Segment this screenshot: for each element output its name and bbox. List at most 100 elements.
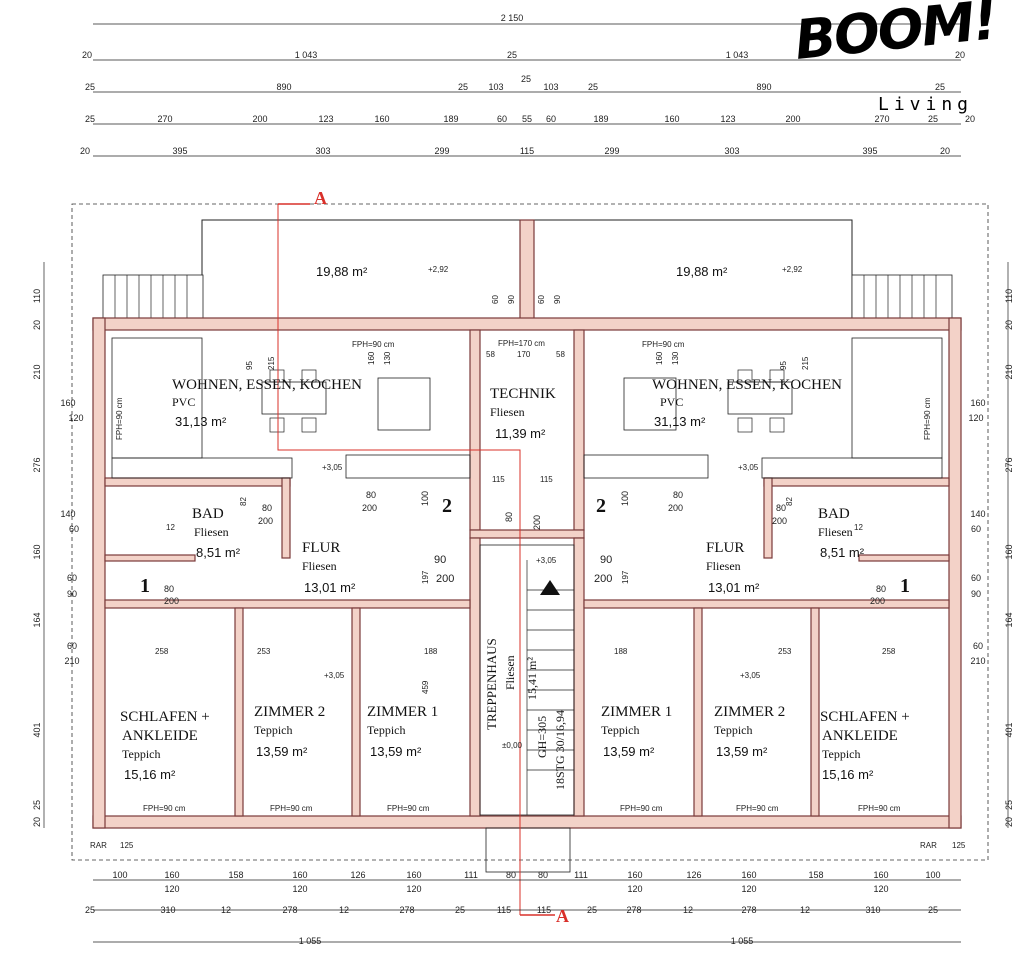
- room-zimmer2-left-mat: Teppich: [254, 723, 292, 737]
- svg-text:210: 210: [64, 656, 79, 666]
- room-zimmer1-right-mat: Teppich: [601, 723, 639, 737]
- dim-bottom-row3: 1 055 1 055: [299, 936, 754, 946]
- logo-sub: Living: [878, 94, 974, 115]
- svg-text:459: 459: [421, 680, 430, 694]
- svg-text:160: 160: [32, 544, 42, 559]
- svg-text:160: 160: [627, 870, 642, 880]
- svg-text:FPH=90 cm: FPH=90 cm: [352, 340, 395, 349]
- dimension-lines: [43, 23, 1009, 943]
- room-bad-right-mat: Fliesen: [818, 525, 853, 539]
- svg-text:158: 158: [808, 870, 823, 880]
- svg-text:RAR: RAR: [90, 841, 107, 850]
- svg-text:110: 110: [32, 289, 42, 303]
- room-schlafen-right-mat: Teppich: [822, 747, 860, 761]
- svg-text:200: 200: [594, 573, 612, 585]
- room-schlafen-right-name2: ANKLEIDE: [822, 728, 898, 744]
- svg-text:115: 115: [537, 905, 551, 915]
- room-zimmer2-left-name: ZIMMER 2: [254, 704, 325, 720]
- svg-text:164: 164: [32, 612, 42, 627]
- svg-text:80: 80: [673, 490, 683, 500]
- svg-text:80: 80: [506, 870, 516, 880]
- svg-text:12: 12: [800, 905, 810, 915]
- svg-text:200: 200: [258, 516, 273, 526]
- svg-text:278: 278: [626, 905, 641, 915]
- svg-text:95: 95: [779, 361, 788, 370]
- svg-text:100: 100: [620, 491, 630, 506]
- room-bad-right-area: 8,51 m²: [820, 545, 865, 560]
- svg-text:200: 200: [362, 503, 377, 513]
- svg-text:120: 120: [741, 884, 756, 894]
- svg-text:FPH=90 cm: FPH=90 cm: [270, 804, 313, 813]
- outer-walls: [92, 317, 962, 829]
- svg-text:120: 120: [968, 413, 983, 423]
- svg-text:210: 210: [32, 364, 42, 379]
- svg-text:276: 276: [32, 457, 42, 472]
- svg-text:160: 160: [292, 870, 307, 880]
- dim-bottom-row1: 100 160 158 160 126 160 111 80 80 111 16…: [112, 870, 940, 880]
- svg-text:FPH=90 cm: FPH=90 cm: [642, 340, 685, 349]
- unit-number-right: 2: [596, 495, 606, 517]
- svg-text:123: 123: [720, 114, 735, 124]
- svg-text:60: 60: [491, 295, 500, 304]
- svg-text:200: 200: [436, 573, 454, 585]
- svg-text:270: 270: [874, 114, 889, 124]
- room-schlafen-right-name1: SCHLAFEN +: [820, 709, 910, 725]
- svg-text:20: 20: [32, 320, 42, 330]
- svg-text:158: 158: [228, 870, 243, 880]
- svg-text:95: 95: [245, 361, 254, 370]
- svg-text:RAR: RAR: [920, 841, 937, 850]
- svg-text:160: 160: [164, 870, 179, 880]
- svg-text:103: 103: [488, 82, 503, 92]
- level-wohnen-right: +3,05: [738, 463, 759, 472]
- svg-text:90: 90: [553, 295, 562, 304]
- room-zimmer2-right-name: ZIMMER 2: [714, 704, 785, 720]
- svg-text:80: 80: [776, 503, 786, 513]
- room-bad-right-name: BAD: [818, 506, 850, 522]
- misc-dims: 58 170 58 115 115 60 90 60 90 95 215 95 …: [90, 295, 966, 850]
- svg-text:60: 60: [971, 573, 981, 583]
- svg-text:25: 25: [587, 905, 597, 915]
- svg-text:160: 160: [1004, 544, 1014, 559]
- room-zimmer1-right-area: 13,59 m²: [603, 744, 655, 759]
- svg-text:140: 140: [60, 509, 75, 519]
- svg-text:130: 130: [383, 351, 392, 365]
- svg-text:1 055: 1 055: [299, 936, 322, 946]
- svg-text:20: 20: [32, 817, 42, 827]
- svg-text:401: 401: [32, 722, 42, 737]
- dim-top-row2: 20 1 043 25 1 043 20: [82, 50, 965, 60]
- inner-walls: [104, 329, 950, 817]
- svg-text:90: 90: [600, 554, 612, 566]
- dining-table-right: [727, 369, 793, 433]
- room-wohnen-left-area: 31,13 m²: [175, 414, 227, 429]
- terrace-right-level: +2,92: [782, 265, 803, 274]
- svg-text:58: 58: [556, 350, 565, 359]
- svg-text:130: 130: [671, 351, 680, 365]
- svg-text:1 055: 1 055: [731, 936, 754, 946]
- unit-number-small-left: 1: [140, 575, 150, 597]
- dim-left: 110 20 210 160 120 276 140 60 160 60 90 …: [32, 289, 84, 827]
- svg-text:278: 278: [399, 905, 414, 915]
- svg-text:126: 126: [350, 870, 365, 880]
- svg-text:FPH=90 cm: FPH=90 cm: [387, 804, 430, 813]
- svg-text:60: 60: [537, 295, 546, 304]
- svg-text:20: 20: [1004, 817, 1014, 827]
- svg-text:299: 299: [604, 146, 619, 156]
- svg-text:100: 100: [420, 491, 430, 506]
- svg-text:115: 115: [492, 475, 505, 484]
- svg-text:100: 100: [925, 870, 940, 880]
- svg-text:103: 103: [543, 82, 558, 92]
- svg-text:200: 200: [532, 515, 542, 530]
- svg-text:303: 303: [724, 146, 739, 156]
- room-flur-left-mat: Fliesen: [302, 559, 337, 573]
- room-schlafen-left-name2: ANKLEIDE: [122, 728, 198, 744]
- svg-text:55: 55: [522, 114, 532, 124]
- balcony-railing-left: [102, 274, 204, 321]
- svg-text:120: 120: [164, 884, 179, 894]
- svg-text:188: 188: [424, 647, 438, 656]
- svg-text:200: 200: [164, 596, 179, 606]
- room-zimmer1-right-name: ZIMMER 1: [601, 704, 672, 720]
- dim-right: 110 20 210 160 120 276 140 60 160 60 90 …: [968, 289, 1014, 827]
- svg-text:276: 276: [1004, 457, 1014, 472]
- svg-text:90: 90: [434, 554, 446, 566]
